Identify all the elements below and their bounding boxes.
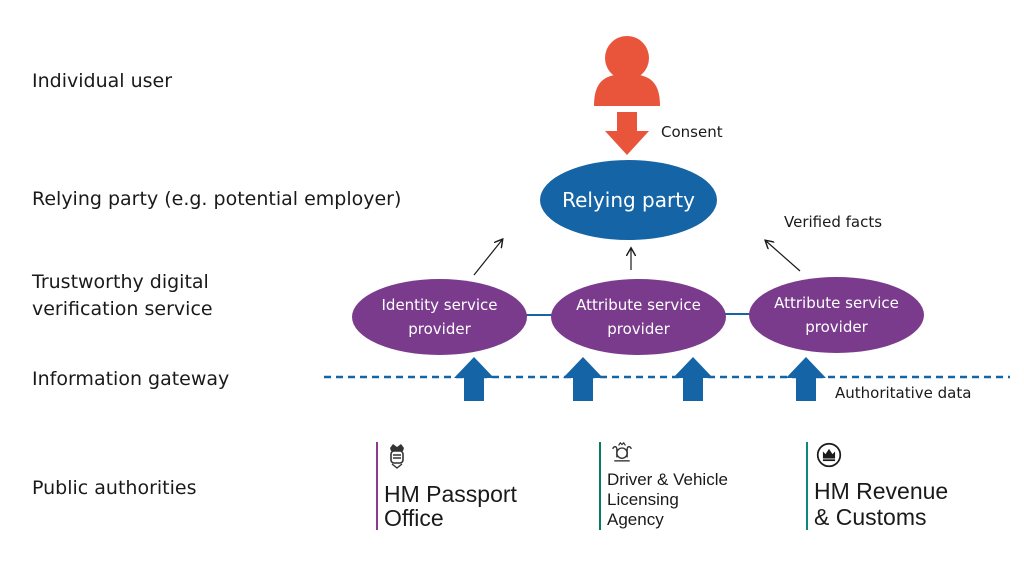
authority-name-line1: HM Passport (384, 481, 517, 507)
provider-label-line2: provider (607, 320, 670, 338)
authority-name-line2: Office (384, 505, 444, 531)
verified-fact-arrow (473, 240, 502, 276)
consent-label: Consent (661, 123, 723, 141)
provider-label-line2: provider (408, 320, 471, 338)
authority-bar (806, 442, 808, 530)
authority-hm-passport-office: HM Passport Office (376, 442, 517, 530)
crest-icon (611, 442, 633, 462)
authority-name-line1: Driver & Vehicle (607, 470, 728, 489)
layer-label-public-authorities: Public authorities (32, 477, 197, 499)
attribute-service-provider-node: Attribute service provider (749, 277, 924, 353)
provider-label-line1: Identity service (381, 296, 498, 314)
authority-name-line3: Agency (607, 510, 664, 529)
layer-label-trust-line2: verification service (32, 298, 213, 320)
authority-name-line2: Licensing (607, 490, 679, 509)
layer-label-relying-party: Relying party (e.g. potential employer) (32, 188, 402, 210)
layer-label-information-gateway: Information gateway (32, 368, 230, 390)
authority-bar (376, 442, 378, 530)
provider-label-line1: Attribute service (576, 296, 701, 314)
gateway-arrow-icon (563, 357, 603, 401)
layer-label-trust-service: Trustworthy digital verification service (32, 269, 213, 323)
authority-name-line1: HM Revenue (814, 478, 949, 504)
authority-name-line2: & Customs (814, 504, 927, 530)
person-icon (594, 36, 660, 106)
gateway-arrow-icon (786, 357, 826, 401)
verified-facts-label: Verified facts (784, 213, 883, 231)
relying-party-node: Relying party (540, 160, 717, 240)
provider-label-line1: Attribute service (774, 294, 899, 312)
authority-dvla: Driver & Vehicle Licensing Agency (599, 442, 728, 530)
verified-fact-arrow (766, 241, 801, 272)
identity-service-provider-node: Identity service provider (352, 279, 527, 355)
authority-bar (599, 442, 601, 530)
consent-arrow-icon (605, 112, 649, 155)
gateway-arrow-icon (673, 357, 713, 401)
crest-icon (390, 444, 404, 469)
authority-hm-revenue-customs: HM Revenue & Customs (806, 442, 948, 530)
authoritative-data-label: Authoritative data (835, 384, 972, 402)
crest-icon (816, 442, 842, 468)
layer-label-trust-line1: Trustworthy digital (32, 271, 209, 293)
provider-label-line2: provider (805, 318, 868, 336)
layer-label-individual-user: Individual user (32, 70, 173, 92)
gateway-arrow-icon (454, 357, 494, 401)
attribute-service-provider-node: Attribute service provider (551, 279, 726, 355)
